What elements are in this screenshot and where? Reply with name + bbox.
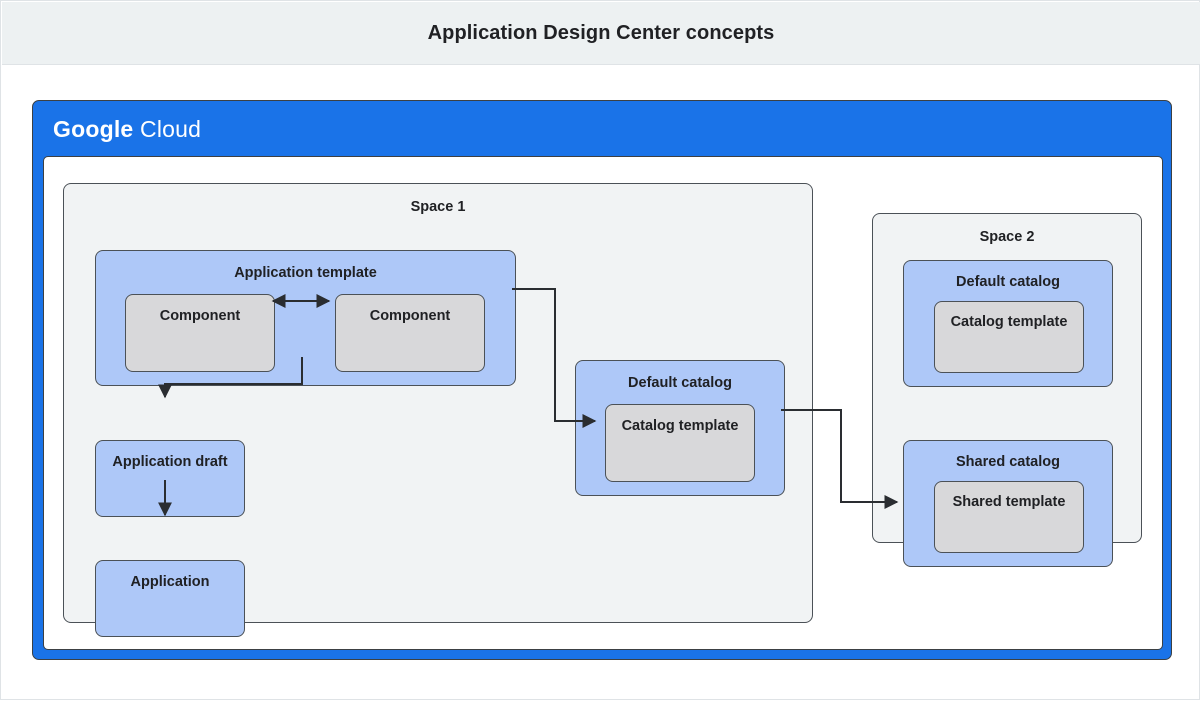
application-draft-box: Application draft [95,440,245,517]
application-template-label: Application template [234,265,377,281]
component-box-1: Component [125,294,275,372]
caption-bar: Application Design Center concepts [2,2,1200,65]
space-1-default-catalog-box: Default catalog Catalog template [575,360,785,496]
space-2-shared-catalog-box: Shared catalog Shared template [903,440,1113,567]
google-cloud-logo: Google Cloud [53,116,201,143]
space-2-title: Space 2 [979,229,1035,245]
space-1-title: Space 1 [410,199,466,215]
space-2-shared-template-label: Shared template [952,494,1066,510]
component-2-label: Component [369,308,451,324]
space-2-shared-catalog-label: Shared catalog [956,454,1060,470]
google-cloud-boundary: Google Cloud Space 1 Application templat… [32,100,1172,660]
space-1-catalog-template-box: Catalog template [605,404,755,482]
space-2-default-catalog-box: Default catalog Catalog template [903,260,1113,387]
application-label: Application [130,574,210,590]
space-2-catalog-template-box: Catalog template [934,301,1084,373]
page-title: Application Design Center concepts [427,21,775,44]
application-template-box: Application template Component Component [95,250,516,386]
google-cloud-logo-cloud: Cloud [140,116,202,142]
component-box-2: Component [335,294,485,372]
google-cloud-inner-panel: Space 1 Application template Component C… [43,156,1163,650]
space-2-catalog-template-label: Catalog template [950,314,1068,330]
application-box: Application [95,560,245,637]
space-2-shared-template-box: Shared template [934,481,1084,553]
space-1-container: Space 1 Application template Component C… [63,183,813,637]
space-1-catalog-template-label: Catalog template [621,418,739,434]
space-2-container: Space 2 Default catalog Catalog template… [872,213,1142,567]
space-1-default-catalog-label: Default catalog [628,375,732,391]
google-cloud-logo-google: Google [53,116,134,142]
application-draft-label: Application draft [112,454,228,470]
component-1-label: Component [159,308,241,324]
space-2-default-catalog-label: Default catalog [956,274,1060,290]
